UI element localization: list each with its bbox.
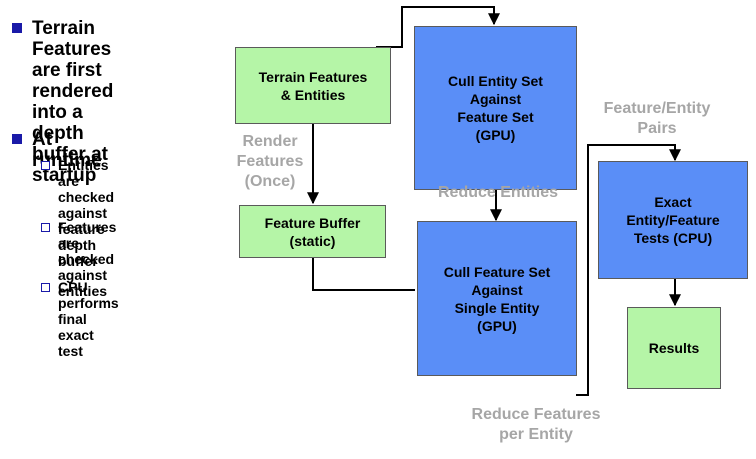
sub-bullet-text-line: exact test	[58, 327, 94, 359]
sub-bullet-cpu: CPU performs final exact test	[58, 279, 119, 359]
feature-entity-pairs-arrow	[576, 144, 681, 396]
box-text-line: Feature Buffer	[264, 214, 361, 231]
box-text-line: (GPU)	[477, 317, 517, 334]
startup-to-cull-entity-connector	[376, 6, 500, 48]
sub-bullet-marker	[41, 283, 50, 292]
render-features-label: Render Features (Once)	[224, 132, 316, 192]
buffer-to-cull-feature-connector	[312, 258, 415, 291]
label-text-line: Reduce Entities	[437, 184, 559, 201]
sub-bullet-text-line: entities	[58, 283, 108, 299]
label-text-line: Pairs	[637, 120, 677, 137]
reduce-entities-label: Reduce Entities	[418, 183, 578, 203]
label-text-line: Feature/Entity	[603, 100, 711, 117]
box-text-line: Against	[469, 91, 522, 107]
exact-tests-box: Exact Entity/Feature Tests (CPU)	[598, 161, 748, 279]
label-text-line: Render	[242, 133, 298, 150]
bullet-text-line: buffer at startup	[32, 144, 108, 186]
box-text-line: Terrain Features	[258, 68, 368, 85]
cull-feature-set-box: Cull Feature Set Against Single Entity (…	[417, 221, 577, 376]
label-text-line: Features	[236, 153, 304, 170]
box-text-line: Entity/Feature	[626, 212, 720, 228]
sub-bullet-text-line: against feature	[58, 205, 108, 237]
sub-bullet-features: Features are checked against entities	[58, 219, 116, 299]
sub-bullet-text-line: depth buffer	[58, 237, 98, 269]
bullet-item-terrain: Terrain Features are first rendered into…	[32, 18, 113, 186]
sub-bullet-text-line: Features are	[58, 219, 117, 251]
reduce-features-label: Reduce Features per Entity	[446, 405, 626, 445]
bullet-text-line: Terrain Features	[32, 18, 112, 60]
box-text-line: Cull Feature Set	[443, 263, 551, 280]
label-text-line: (Once)	[244, 173, 296, 190]
sub-bullet-text-line: Entities are checked	[58, 157, 115, 205]
feature-entity-pairs-label: Feature/Entity Pairs	[596, 99, 718, 139]
bullet-marker	[12, 134, 22, 144]
box-text-line: Exact	[654, 194, 692, 210]
sub-bullet-text-line: CPU performs final	[58, 279, 119, 327]
sub-bullet-marker	[41, 161, 50, 170]
results-box: Results	[627, 307, 721, 389]
sub-bullet-marker	[41, 223, 50, 232]
bullet-text-line: are first rendered	[32, 60, 114, 102]
box-text-line: (GPU)	[475, 127, 516, 143]
box-text-line: Tests (CPU)	[633, 230, 713, 246]
feature-buffer-box: Feature Buffer (static)	[239, 205, 386, 258]
bullet-text-line: into a depth	[32, 102, 84, 144]
label-text-line: per Entity	[499, 426, 573, 443]
box-text-line: (static)	[289, 232, 336, 249]
bullet-marker	[12, 23, 22, 33]
box-text-line: Results	[648, 340, 700, 356]
label-text-line: Reduce Features	[471, 406, 601, 423]
box-text-line: & Entities	[280, 86, 346, 103]
sub-bullet-entities: Entities are checked against feature dep…	[58, 157, 114, 269]
sub-bullet-text-line: checked against	[58, 251, 115, 283]
terrain-features-box: Terrain Features & Entities	[235, 47, 391, 124]
box-text-line: Against	[471, 281, 523, 298]
box-text-line: Single Entity	[454, 299, 540, 316]
cull-entity-set-box: Cull Entity Set Against Feature Set (GPU…	[414, 26, 577, 190]
box-text-line: Cull Entity Set	[448, 73, 543, 89]
box-text-line: Feature Set	[457, 109, 534, 125]
